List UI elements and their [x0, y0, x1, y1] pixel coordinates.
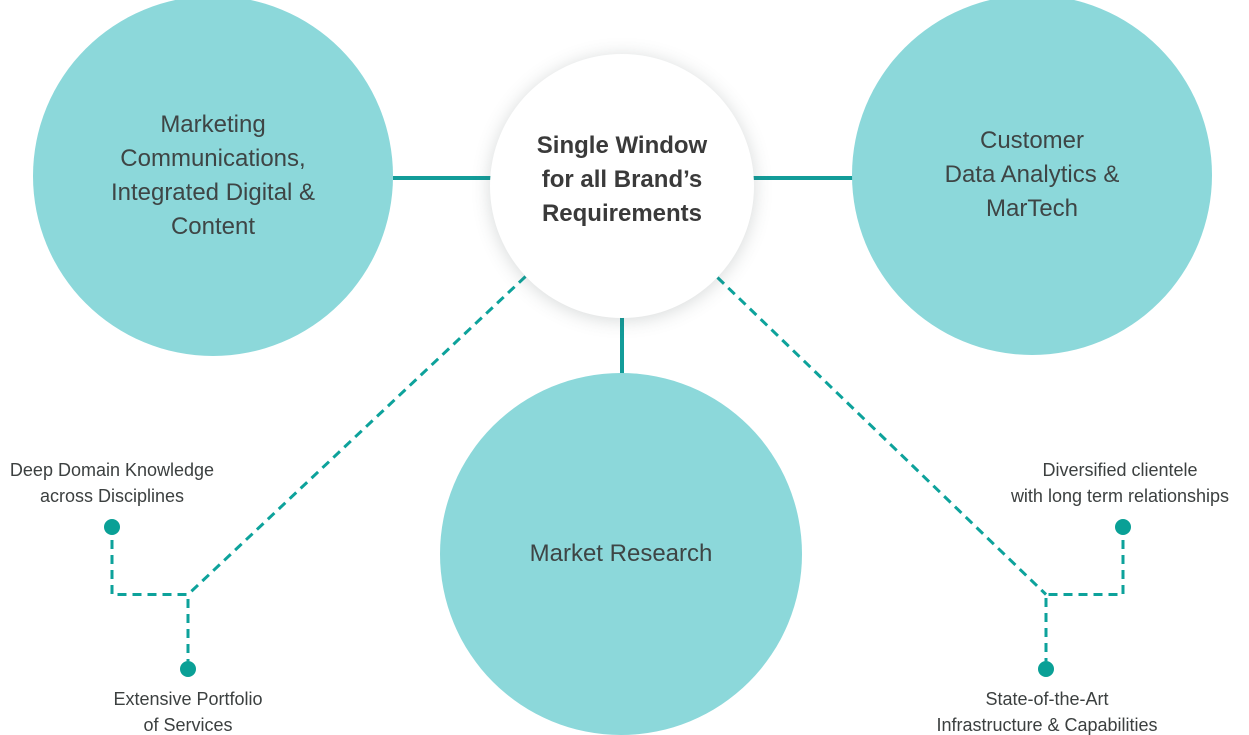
circle-market-research-label: Market Research: [529, 540, 713, 567]
circle-market-research: Market Research: [440, 373, 802, 735]
connector-dot-left-bottom: [180, 661, 196, 677]
connector-dot-left-top: [104, 519, 120, 535]
connector-dot-right-bottom: [1038, 661, 1054, 677]
dashed-link-left: [186, 275, 527, 596]
dashed-elbow-left: [110, 540, 190, 661]
callout-deep-domain-knowledge: Deep Domain Knowledge across Disciplines: [9, 460, 215, 506]
center-hub-label: Single Window for all Brand’s Requiremen…: [536, 132, 708, 227]
callout-extensive-portfolio: Extensive Portfolio of Services: [113, 689, 263, 735]
circle-customer-label: Customer Data Analytics & MarTech: [944, 127, 1120, 222]
circle-center-hub: Single Window for all Brand’s Requiremen…: [490, 54, 754, 318]
circle-marketing-label: Marketing Communications, Integrated Dig…: [110, 111, 316, 240]
connector-dot-right-top: [1115, 519, 1131, 535]
circle-marketing-communications: Marketing Communications, Integrated Dig…: [33, 0, 393, 356]
circle-customer-data-analytics: Customer Data Analytics & MarTech: [852, 0, 1212, 355]
callout-diversified-clientele: Diversified clientele with long term rel…: [1010, 460, 1230, 506]
dashed-elbow-right: [1044, 540, 1125, 661]
callout-state-of-the-art: State-of-the-Art Infrastructure & Capabi…: [936, 689, 1158, 735]
dashed-link-right: [716, 276, 1048, 596]
